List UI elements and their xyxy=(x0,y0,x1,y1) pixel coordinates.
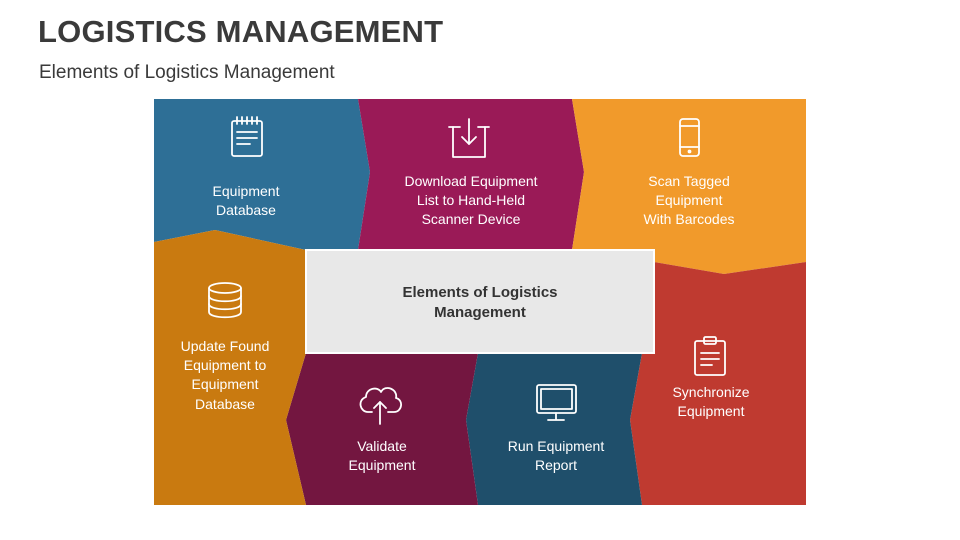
segment-label-line: Run Equipment xyxy=(508,438,605,454)
segment-label-line: Database xyxy=(216,202,276,218)
segment-label-line: Equipment to xyxy=(184,357,267,373)
segment-label-line: List to Hand-Held xyxy=(417,192,525,208)
page-title: LOGISTICS MANAGEMENT xyxy=(38,14,444,49)
segment-label-line: Download Equipment xyxy=(404,173,537,189)
segment-label-line: Validate xyxy=(357,438,407,454)
segment-validate-equipment: Validate Equipment xyxy=(286,353,478,505)
center-box-shape xyxy=(305,249,655,354)
segment-shape xyxy=(466,353,642,505)
segment-label-line: Equipment xyxy=(213,183,280,199)
segment-label-line: Report xyxy=(535,457,577,473)
page-subtitle: Elements of Logistics Management xyxy=(39,62,335,83)
cloud-upload-icon xyxy=(359,387,402,425)
segment-synchronize-equipment: Synchronize Equipment xyxy=(630,262,806,505)
segment-shape xyxy=(630,262,806,505)
box-download-icon xyxy=(448,118,490,158)
segment-label-line: Equipment xyxy=(192,376,259,392)
center-label-line: Management xyxy=(434,304,526,321)
segment-equipment-database: Equipment Database xyxy=(154,99,370,250)
center-box: Elements of Logistics Management xyxy=(305,249,655,354)
monitor-icon xyxy=(536,384,577,421)
segment-shape xyxy=(154,230,306,505)
segment-label-line: Scan Tagged xyxy=(648,173,729,189)
segment-label-line: Scanner Device xyxy=(422,211,521,227)
smartphone-icon xyxy=(679,118,700,157)
segment-label-line: Database xyxy=(195,396,255,412)
segment-update-found-equipment: Update Found Equipment to Equipment Data… xyxy=(154,230,306,505)
database-icon xyxy=(208,282,242,319)
segment-shape xyxy=(154,99,370,250)
notepad-icon xyxy=(231,116,263,157)
clipboard-icon xyxy=(694,336,726,376)
segment-label-line: Equipment xyxy=(678,403,745,419)
segment-label-line: Equipment xyxy=(349,457,416,473)
center-label-line: Elements of Logistics xyxy=(402,284,557,301)
segment-label-line: With Barcodes xyxy=(643,211,734,227)
segment-label-line: Synchronize xyxy=(672,384,749,400)
segment-download-equipment-list: Download Equipment List to Hand-Held Sca… xyxy=(358,99,584,250)
segment-label-line: Equipment xyxy=(656,192,723,208)
segment-shape xyxy=(358,99,584,250)
segment-shape xyxy=(286,353,478,505)
segment-label-line: Update Found xyxy=(181,338,270,354)
segment-shape xyxy=(572,99,806,274)
segment-scan-tagged-equipment: Scan Tagged Equipment With Barcodes xyxy=(572,99,806,274)
segment-run-equipment-report: Run Equipment Report xyxy=(466,353,642,505)
